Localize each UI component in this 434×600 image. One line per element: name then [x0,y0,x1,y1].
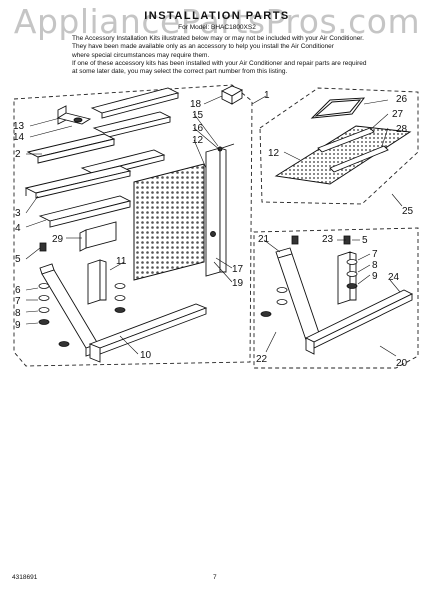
callout-21: 21 [258,234,270,245]
watermark: AppliancePartsPros.com [13,2,421,41]
callout-15: 15 [192,110,204,121]
strip-27-28 [317,127,389,173]
intro-line: They have been made available only as an… [72,43,334,51]
rail-part-3 [24,165,132,199]
callout-9: 9 [15,320,21,331]
callout-12: 12 [192,135,204,146]
bracket-21 [275,247,321,341]
hardware-stack-right [260,235,358,317]
foam-block-18 [220,85,244,105]
seal-26 [310,97,366,119]
callout-20: 20 [396,358,408,369]
callout-11: 11 [116,256,127,267]
callout-25: 25 [402,206,414,217]
callout-28: 28 [396,124,408,135]
doc-number: 4318691 [12,574,38,581]
callout-14: 14 [13,132,25,143]
page-title: INSTALLATION PARTS [144,10,290,22]
intro-line: The Accessory Installation Kits illustra… [72,35,364,42]
callout-22: 22 [256,354,268,365]
bracket-part-13 [56,105,92,125]
callout-27: 27 [392,109,404,120]
intro-line: at some later date, you may select the c… [72,68,288,76]
intro-text: The Accessory Installation Kits illustra… [72,35,412,76]
callout-4: 4 [15,223,21,234]
callout-18: 18 [190,99,202,110]
callout-8: 8 [15,308,21,319]
kit-outline-main [13,84,253,367]
rail-part-upper [90,87,180,139]
callout-6: 6 [15,285,21,296]
screw-15 [217,143,235,152]
intro-line: where special circumstances may require … [72,51,210,59]
callout-17: 17 [232,264,244,275]
callout-5b: 5 [362,235,368,246]
hardware-stack-left [38,242,126,347]
callout-7b: 7 [372,249,378,260]
support-rail-24 [304,289,414,355]
bracket-11 [87,259,107,305]
leader-lines [25,95,403,357]
cover-part-29 [79,221,117,252]
callout-8b: 8 [372,260,378,271]
callout-2: 2 [15,149,21,160]
callout-26: 26 [396,94,408,105]
grille-panel-12 [133,163,205,281]
kit-outline-20 [253,227,419,369]
callout-24: 24 [388,272,400,283]
kit-outline-25 [259,87,419,205]
callout-10: 10 [140,350,152,361]
callout-19: 19 [232,278,244,289]
page-number: 7 [213,574,217,581]
callout-5: 5 [15,254,21,265]
callout-23: 23 [322,234,334,245]
callout-1: 1 [264,90,270,101]
callout-29: 29 [52,234,64,245]
callout-7: 7 [15,296,21,307]
side-channel-17 [205,147,227,277]
rail-part-4 [38,195,132,228]
filter-frame-12 [274,125,412,185]
rail-part-2 [26,133,116,164]
callout-9b: 9 [372,271,378,282]
callout-12b: 12 [268,148,280,159]
intro-line: If one of these accessory kits has been … [72,59,367,67]
callout-16: 16 [192,123,204,134]
callout-13: 13 [13,121,25,132]
callout-3: 3 [15,208,21,219]
model-line: For Model: BHAC1800XS2 [178,24,256,31]
